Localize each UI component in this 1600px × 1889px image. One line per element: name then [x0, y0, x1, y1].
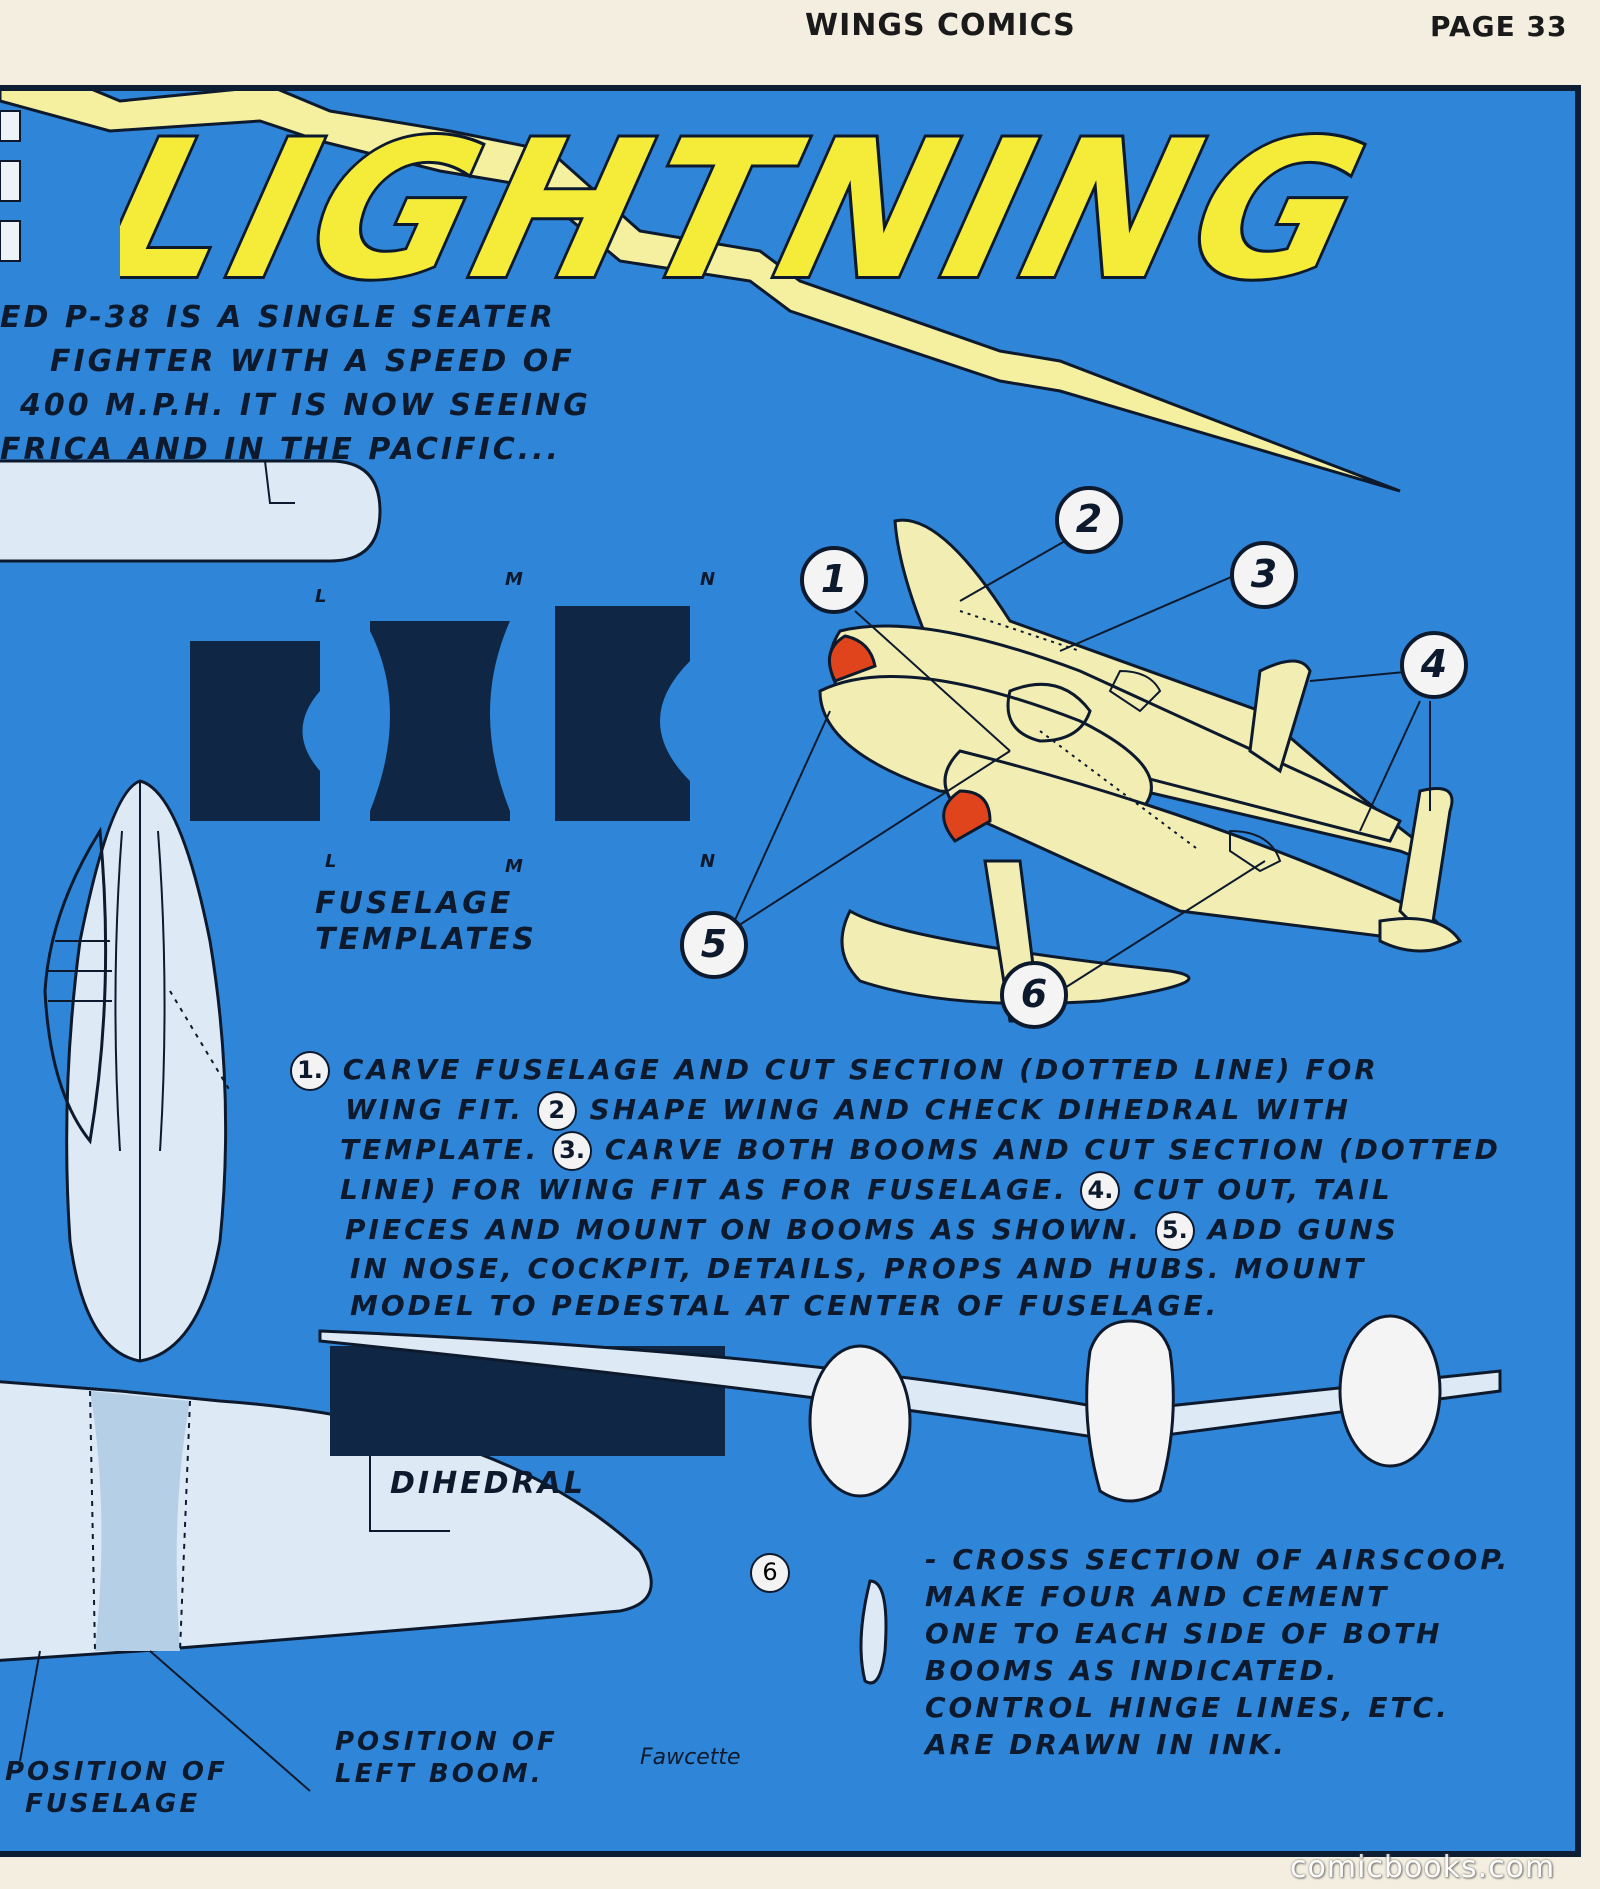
instruction-line: SHAPE WING AND CHECK DIHEDRAL WITH [589, 1093, 1351, 1126]
page-title: LIGHTNING [120, 100, 1391, 322]
intro-line: FRICA AND IN THE PACIFIC... [0, 432, 561, 467]
assembly-instructions: 1. CARVE FUSELAGE AND CUT SECTION (DOTTE… [290, 1051, 1540, 1324]
instruction-line: WING FIT. [345, 1093, 524, 1126]
position-fuselage-label: POSITION OF FUSELAGE [5, 1757, 228, 1819]
wing-front-view [318, 1329, 1502, 1443]
instruction-line: CARVE BOTH BOOMS AND CUT SECTION (DOTTED [604, 1133, 1501, 1166]
page-header: WINGS COMICS PAGE 33 [0, 0, 1600, 70]
artist-signature: Fawcette [640, 1745, 741, 1770]
strip-box [0, 110, 21, 142]
callout-4: 4 [1400, 631, 1468, 699]
wing-part-top [0, 459, 382, 563]
instruction-line: ADD GUNS [1207, 1213, 1399, 1246]
intro-line: 400 M.P.H. IT IS NOW SEEING [20, 388, 591, 423]
fuselage-template-n [555, 606, 690, 821]
fuselage-top-view [65, 779, 228, 1363]
intro-line: FIGHTER WITH A SPEED OF [50, 344, 575, 379]
callout-6: 6 [1000, 961, 1068, 1029]
instruction-line: LINE) FOR WING FIT AS FOR FUSELAGE. [340, 1173, 1068, 1206]
note-line: ARE DRAWN IN INK. [925, 1728, 1287, 1761]
note-line: ONE TO EACH SIDE OF BOTH [925, 1617, 1443, 1650]
callout-3: 3 [1230, 541, 1298, 609]
step-badge: 2 [536, 1091, 577, 1131]
strip-box [0, 220, 21, 262]
template-mark: N [700, 569, 716, 590]
strip-box [0, 160, 21, 202]
template-mark: M [505, 856, 523, 877]
title-art: LIGHTNING [120, 97, 1394, 325]
site-watermark: comicbooks.com [1290, 1850, 1556, 1885]
template-mark: L [315, 586, 327, 607]
model-plans-artwork [0, 91, 1502, 1792]
fuselage-template-m [370, 621, 510, 821]
note-line: CONTROL HINGE LINES, ETC. [925, 1691, 1450, 1724]
template-mark: L [325, 851, 337, 872]
template-mark: N [700, 851, 716, 872]
instruction-line: TEMPLATE. [340, 1133, 540, 1166]
step-badge: 3. [552, 1131, 593, 1171]
callout-5: 5 [680, 911, 748, 979]
instruction-line: IN NOSE, COCKPIT, DETAILS, PROPS AND HUB… [350, 1252, 1367, 1285]
magazine-title: WINGS COMICS [805, 8, 1076, 43]
airscoop-section [859, 1579, 888, 1685]
boom-cross-section-right [1338, 1314, 1442, 1468]
instruction-line: PIECES AND MOUNT ON BOOMS AS SHOWN. [345, 1213, 1143, 1246]
intro-line: ED P-38 IS A SINGLE SEATER [0, 300, 556, 335]
dihedral-label: DIHEDRAL [390, 1466, 587, 1501]
callout-2: 2 [1055, 486, 1123, 554]
airscoop-note: - CROSS SECTION OF AIRSCOOP. MAKE FOUR A… [925, 1541, 1525, 1763]
step-badge: 5. [1154, 1211, 1195, 1251]
instruction-line: CUT OUT, TAIL [1133, 1173, 1393, 1206]
position-boom-label: POSITION OF LEFT BOOM. [335, 1727, 558, 1789]
step-badge: 4. [1080, 1171, 1121, 1211]
step-badge: 1. [290, 1051, 330, 1091]
fuselage-cross-section [1085, 1319, 1175, 1503]
fuselage-template-l [190, 641, 320, 821]
instruction-line: MODEL TO PEDESTAL AT CENTER OF FUSELAGE. [350, 1288, 1220, 1322]
template-mark: M [505, 569, 523, 590]
instruction-line: CARVE FUSELAGE AND CUT SECTION (DOTTED L… [342, 1053, 1379, 1086]
comic-panel: LIGHTNING ED P-38 IS A SINGLE SEATER FIG… [0, 85, 1581, 1857]
callout-1: 1 [800, 546, 868, 614]
p38-model-drawing [818, 518, 1463, 1023]
airscoop-badge: 6 [750, 1553, 790, 1593]
page-number: PAGE 33 [1430, 10, 1568, 43]
note-line: - CROSS SECTION OF AIRSCOOP. [925, 1543, 1511, 1576]
note-line: MAKE FOUR AND CEMENT [925, 1580, 1390, 1613]
note-line: BOOMS AS INDICATED. [925, 1654, 1340, 1687]
fuselage-templates-label: FUSELAGE TEMPLATES [315, 886, 537, 957]
boom-cross-section-left [808, 1344, 912, 1498]
lightning-bolt [0, 91, 1401, 493]
intro-text: ED P-38 IS A SINGLE SEATER FIGHTER WITH … [0, 296, 660, 472]
